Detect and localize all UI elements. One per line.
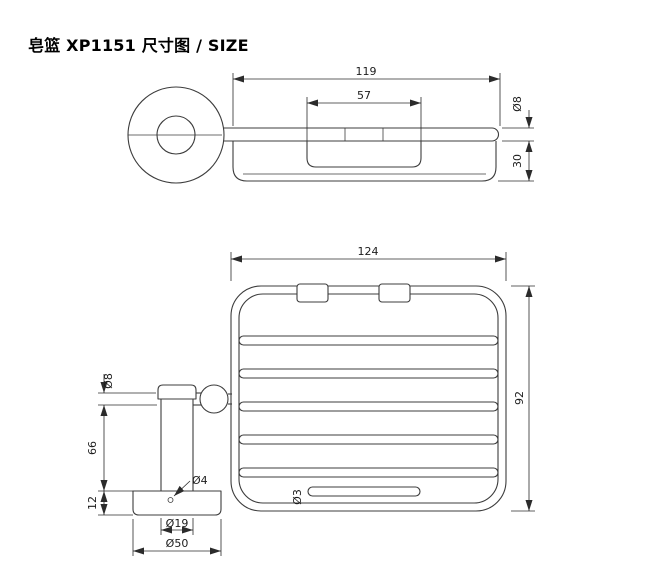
plan-view-drawing: 124 92 Ø8 66 12 Ø4 Ø19 xyxy=(86,245,535,556)
dim-label-base-height: 12 xyxy=(86,496,99,510)
dim-label-arm-diameter: Ø8 xyxy=(102,373,115,389)
dim-label-overall-depth: 92 xyxy=(513,391,526,405)
rim-clip xyxy=(378,283,411,303)
page-title: 皂篮 XP1151 尺寸图 / SIZE xyxy=(28,36,249,55)
dim-label-hole-diameter: Ø4 xyxy=(192,474,208,487)
leader-line xyxy=(173,480,191,497)
dim-label-inner-width: 57 xyxy=(357,89,371,102)
wire-bar xyxy=(238,467,499,478)
wire-bar xyxy=(238,401,499,412)
dim-label-wire-diameter: Ø3 xyxy=(291,489,304,505)
basket-inner-rim xyxy=(238,293,499,504)
mounting-hole xyxy=(167,497,174,503)
wire-bar xyxy=(238,335,499,346)
dim-label-overall-width-top: 119 xyxy=(356,65,377,78)
dim-label-overall-width-bottom: 124 xyxy=(358,245,379,258)
wire-bar xyxy=(238,368,499,379)
base-flange xyxy=(132,490,222,516)
rail-tube xyxy=(223,127,500,142)
post-cap xyxy=(157,384,197,400)
wire-bar xyxy=(238,434,499,445)
basket-side-profile xyxy=(232,141,497,182)
arm-joint-circle xyxy=(199,384,229,414)
dim-label-collar-diameter: Ø19 xyxy=(166,517,189,530)
dim-label-base-diameter: Ø50 xyxy=(166,537,189,550)
side-view-drawing: 119 57 Ø8 30 xyxy=(127,65,534,184)
dim-label-rail-diameter: Ø8 xyxy=(511,96,524,112)
inner-lip-profile xyxy=(306,141,422,168)
bottom-wire-bar xyxy=(307,486,421,497)
rim-clip xyxy=(296,283,329,303)
dim-label-basket-height: 30 xyxy=(511,154,524,168)
basket-outer-rim xyxy=(230,285,507,512)
dim-label-post-height: 66 xyxy=(86,441,99,455)
